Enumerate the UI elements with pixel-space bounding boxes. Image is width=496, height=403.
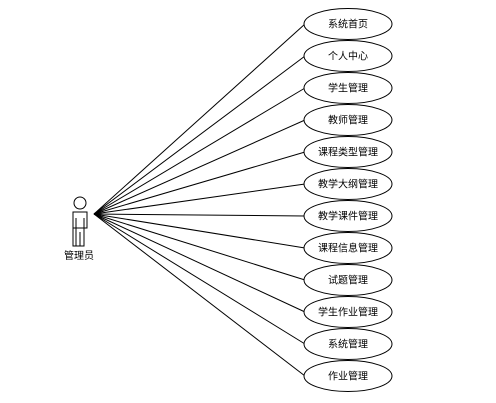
use-case-label: 个人中心 (328, 50, 368, 63)
association-line (93, 119, 306, 215)
use-case-label: 学生作业管理 (318, 306, 378, 319)
use-case: 试题管理 (303, 264, 393, 296)
actor-torso (72, 211, 88, 229)
use-case-label: 教学课件管理 (318, 210, 378, 223)
use-case: 教师管理 (303, 104, 393, 136)
use-case: 系统管理 (303, 328, 393, 360)
use-case-ellipse (303, 72, 393, 104)
use-case-ellipse (303, 40, 393, 72)
use-case: 作业管理 (303, 360, 393, 392)
use-case-ellipse (303, 232, 393, 264)
use-case: 课程类型管理 (303, 136, 393, 168)
association-line (93, 183, 306, 215)
use-case: 教学大纲管理 (303, 168, 393, 200)
use-case: 个人中心 (303, 40, 393, 72)
use-case-label: 课程类型管理 (318, 146, 378, 159)
actor-figure (72, 196, 88, 247)
use-case-label: 教学大纲管理 (318, 178, 378, 191)
use-case-label: 作业管理 (328, 370, 368, 383)
use-case-ellipse (303, 328, 393, 360)
association-line (93, 55, 306, 215)
actor-label: 管理员 (64, 249, 94, 262)
use-case-ellipse (303, 296, 393, 328)
use-case-label: 系统首页 (328, 18, 368, 31)
use-case-ellipse (303, 264, 393, 296)
use-case-label: 学生管理 (328, 82, 368, 95)
association-line (93, 213, 306, 345)
use-case-label: 试题管理 (328, 274, 368, 287)
use-case-ellipse (303, 168, 393, 200)
use-case-ellipse (303, 360, 393, 392)
use-case: 教学课件管理 (303, 200, 393, 232)
association-line (93, 87, 306, 215)
association-line (93, 23, 306, 215)
association-line (93, 151, 306, 215)
use-case-ellipse (303, 8, 393, 40)
use-case-ellipse (303, 200, 393, 232)
association-line (93, 213, 306, 281)
association-line (93, 213, 306, 377)
use-case-label: 系统管理 (328, 338, 368, 351)
use-case-ellipse (303, 136, 393, 168)
actor-head (73, 196, 87, 210)
use-case: 系统首页 (303, 8, 393, 40)
association-line (93, 213, 306, 313)
use-case: 学生作业管理 (303, 296, 393, 328)
use-case-ellipse (303, 104, 393, 136)
use-case-label: 教师管理 (328, 114, 368, 127)
association-line (93, 213, 306, 249)
use-case: 课程信息管理 (303, 232, 393, 264)
use-case-label: 课程信息管理 (318, 242, 378, 255)
association-line (93, 213, 306, 217)
use-case: 学生管理 (303, 72, 393, 104)
use-case-group: 系统首页个人中心学生管理教师管理课程类型管理教学大纲管理教学课件管理课程信息管理… (303, 8, 393, 392)
association-lines (93, 23, 306, 377)
